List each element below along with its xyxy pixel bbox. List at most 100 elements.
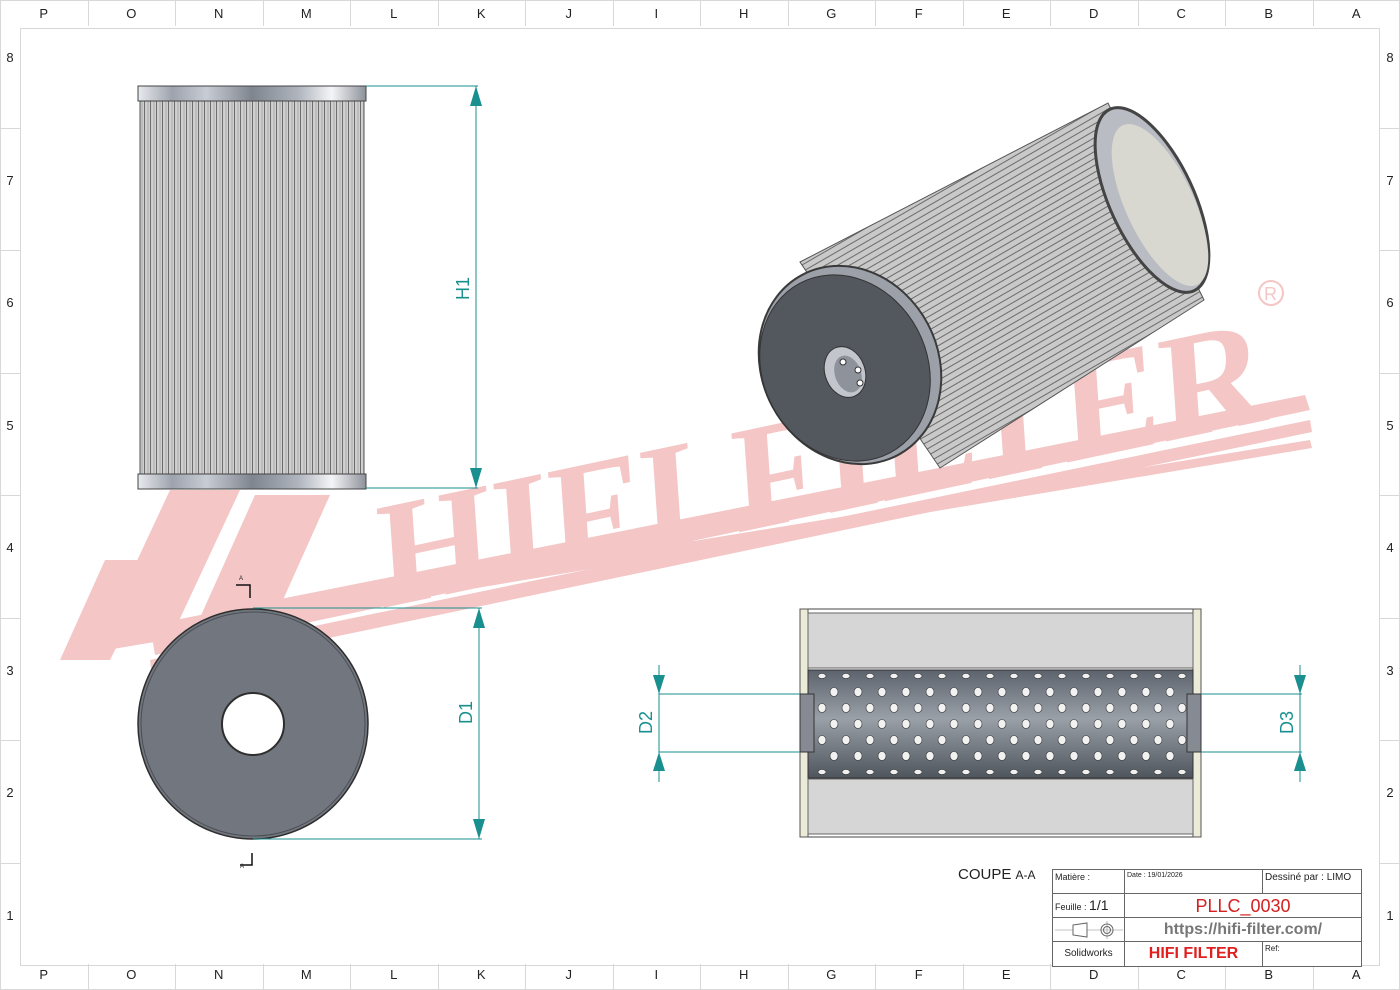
title-block-date: Date : 19/01/2026 [1125, 870, 1263, 894]
grid-tick [525, 964, 526, 990]
grid-tick [700, 964, 701, 990]
grid-tick [612, 964, 614, 990]
title-block-sheet: Feuille : 1/1 [1053, 894, 1125, 918]
grid-column-f: F [914, 6, 923, 21]
grid-tick [262, 964, 264, 990]
drawn-by-label: Dessiné par : LIMO [1265, 872, 1352, 883]
grid-tick [0, 127, 20, 129]
grid-tick [787, 964, 789, 990]
grid-tick [1225, 0, 1226, 26]
grid-row-2: 2 [1386, 785, 1394, 800]
grid-tick [0, 495, 20, 496]
dimension-label-h1: H1 [453, 276, 474, 301]
software-label: Solidworks [1053, 942, 1125, 966]
grid-tick [962, 0, 964, 26]
dimension-h1 [366, 85, 482, 489]
grid-tick [525, 0, 526, 26]
projection-symbol-cell [1053, 918, 1125, 942]
first-angle-projection-icon [1055, 921, 1123, 939]
svg-text:R: R [1264, 284, 1277, 304]
section-marker-top [236, 584, 251, 598]
grid-column-b: B [1264, 6, 1274, 21]
grid-tick [437, 964, 439, 990]
grid-row-4: 4 [1386, 540, 1394, 555]
grid-tick [700, 0, 701, 26]
grid-tick [262, 0, 264, 26]
isometric-view [757, 102, 1211, 469]
section-title-id: A-A [1015, 868, 1036, 882]
grid-tick [1380, 617, 1400, 619]
grid-column-d: D [1089, 967, 1099, 982]
grid-row-3: 3 [6, 662, 14, 678]
grid-column-g: G [826, 967, 837, 982]
grid-column-n: N [214, 967, 224, 982]
grid-tick [787, 0, 789, 26]
grid-tick [1225, 964, 1226, 990]
grid-column-o: O [126, 967, 137, 982]
grid-tick [175, 964, 176, 990]
grid-column-m: M [300, 967, 312, 982]
dimension-label-d1: D1 [456, 700, 477, 725]
dimension-label-d3: D3 [1277, 710, 1298, 735]
title-block-matiere: Matière : [1053, 870, 1125, 894]
ref-label: Ref: [1265, 944, 1280, 953]
dimension-d2 [653, 665, 800, 782]
grid-tick [87, 964, 89, 990]
section-marker-bottom [240, 853, 253, 866]
dimension-label-d2: D2 [636, 710, 657, 735]
grid-tick [1050, 0, 1051, 26]
grid-tick [87, 0, 89, 26]
date-label: Date : 19/01/2026 [1127, 872, 1183, 879]
grid-tick [1050, 964, 1051, 990]
grid-row-5: 5 [1386, 417, 1394, 433]
grid-row-1: 1 [1386, 907, 1394, 923]
grid-column-p: P [39, 6, 49, 21]
grid-column-i: I [654, 967, 659, 982]
section-view [799, 608, 1202, 838]
grid-column-c: C [1176, 6, 1186, 21]
sheet-value: 1/1 [1089, 897, 1109, 913]
grid-tick [1137, 964, 1139, 990]
grid-row-3: 3 [1386, 662, 1394, 678]
grid-tick [1380, 250, 1400, 251]
grid-column-f: F [914, 967, 923, 982]
section-marker-top-label: A [239, 576, 244, 582]
matiere-label: Matière : [1055, 872, 1091, 882]
grid-row-1: 1 [6, 907, 14, 923]
grid-tick [1380, 740, 1400, 741]
grid-tick [875, 964, 876, 990]
grid-column-l: L [390, 967, 398, 982]
grid-column-k: K [476, 6, 486, 21]
website-link[interactable]: https://hifi-filter.com/ [1125, 918, 1361, 942]
grid-tick [962, 964, 964, 990]
grid-tick [437, 0, 439, 26]
title-block-drawn-by: Dessiné par : LIMO [1263, 870, 1361, 894]
grid-tick [1380, 372, 1400, 374]
grid-column-g: G [826, 6, 837, 21]
dimension-d3 [1201, 665, 1306, 782]
grid-tick [1380, 495, 1400, 496]
grid-row-2: 2 [6, 785, 14, 800]
grid-column-i: I [654, 6, 659, 21]
grid-column-c: C [1176, 967, 1186, 982]
grid-tick [175, 0, 176, 26]
brand-name: HIFI FILTER [1125, 942, 1263, 966]
grid-tick [0, 617, 20, 619]
grid-tick [1137, 0, 1139, 26]
section-title: COUPE A-A [958, 866, 1036, 883]
grid-column-k: K [476, 967, 486, 982]
front-view [137, 85, 367, 490]
reference-cell: Ref: [1263, 942, 1361, 966]
grid-row-4: 4 [6, 540, 14, 555]
grid-column-m: M [300, 6, 312, 21]
grid-tick [0, 740, 20, 741]
part-number: PLLC_0030 [1125, 894, 1361, 918]
grid-row-8: 8 [1386, 50, 1394, 65]
grid-column-a: A [1351, 6, 1361, 21]
grid-column-b: B [1264, 967, 1274, 982]
grid-row-7: 7 [6, 172, 14, 188]
grid-tick [0, 862, 20, 864]
grid-tick [0, 372, 20, 374]
grid-tick [0, 250, 20, 251]
